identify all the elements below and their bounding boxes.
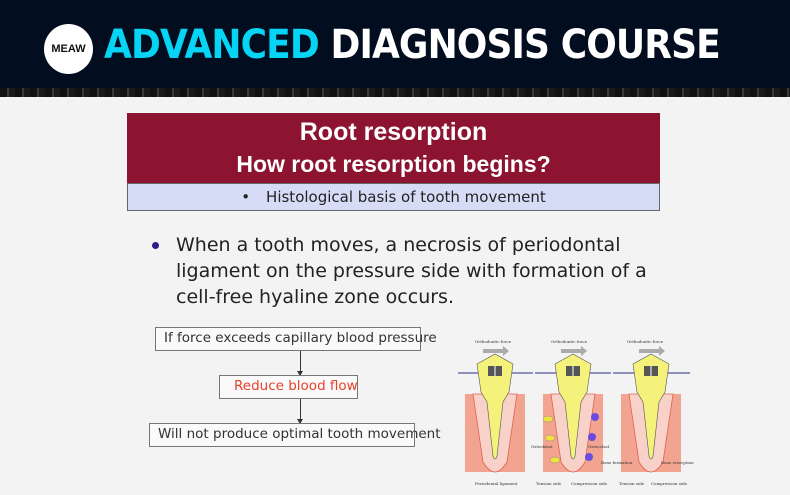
course-title-rest: DIAGNOSIS COURSE — [330, 22, 720, 68]
course-title-accent: ADVANCED — [104, 22, 320, 68]
tension-side-label: Tension side — [619, 481, 645, 486]
flow-step-3: Will not produce optimal tooth movement — [149, 423, 441, 447]
body-bullet: When a tooth moves, a necrosis of period… — [152, 232, 652, 310]
bone-formation-label: Bone formation — [601, 460, 633, 465]
topic-box: • Histological basis of tooth movement — [127, 183, 660, 211]
tooth-1-icon — [464, 345, 526, 473]
osteoclast-icon — [585, 453, 593, 461]
osteoclast-icon — [588, 433, 596, 441]
flow-arrow-icon — [297, 351, 303, 376]
body-text: When a tooth moves, a necrosis of period… — [176, 234, 647, 308]
bullet-dot-icon — [152, 242, 159, 249]
topic-text: Histological basis of tooth movement — [266, 188, 546, 206]
osteoblast-icon — [542, 415, 554, 423]
slide-subtitle: How root resorption begins? — [236, 151, 551, 177]
tooth-2-icon — [542, 345, 604, 473]
slide: Root resorption How root resorption begi… — [0, 97, 790, 495]
topic-bullet: • — [241, 188, 251, 206]
header-divider — [0, 88, 790, 97]
osteoblast-icon — [549, 456, 561, 464]
slide-title-box: Root resorption How root resorption begi… — [127, 113, 660, 184]
force-label: Orthodontic force — [475, 339, 512, 344]
course-title: ADVANCED DIAGNOSIS COURSE — [104, 22, 721, 68]
slide-title: Root resorption — [299, 118, 488, 146]
tooth-movement-diagram: Orthodontic force Orthodontic force Orth… — [458, 339, 694, 486]
compression-side-label: Compression side — [571, 481, 608, 486]
flow-step-2: Reduce blood flow — [219, 375, 358, 399]
bone-resorption-label: Bone resorption — [661, 460, 694, 465]
osteoclast-icon — [591, 413, 599, 421]
flow-step-1: If force exceeds capillary blood pressur… — [155, 327, 437, 351]
compression-side-label: Compression side — [651, 481, 688, 486]
tooth-3-icon — [620, 345, 682, 473]
periodontal-ligament-label: Periodontal ligament — [475, 481, 518, 486]
osteoblast-icon — [544, 434, 556, 442]
flow-arrow-icon — [297, 399, 303, 424]
force-label: Orthodontic force — [551, 339, 588, 344]
logo-text: MEAW — [51, 43, 86, 55]
tension-side-label: Tension side — [536, 481, 562, 486]
osteoblast-label: Osteoblast — [531, 444, 553, 449]
osteoclast-label: Osteoclast — [588, 444, 610, 449]
meaw-logo: MEAW — [44, 24, 93, 74]
force-label: Orthodontic force — [627, 339, 664, 344]
course-header: MEAW ADVANCED DIAGNOSIS COURSE — [0, 0, 790, 97]
